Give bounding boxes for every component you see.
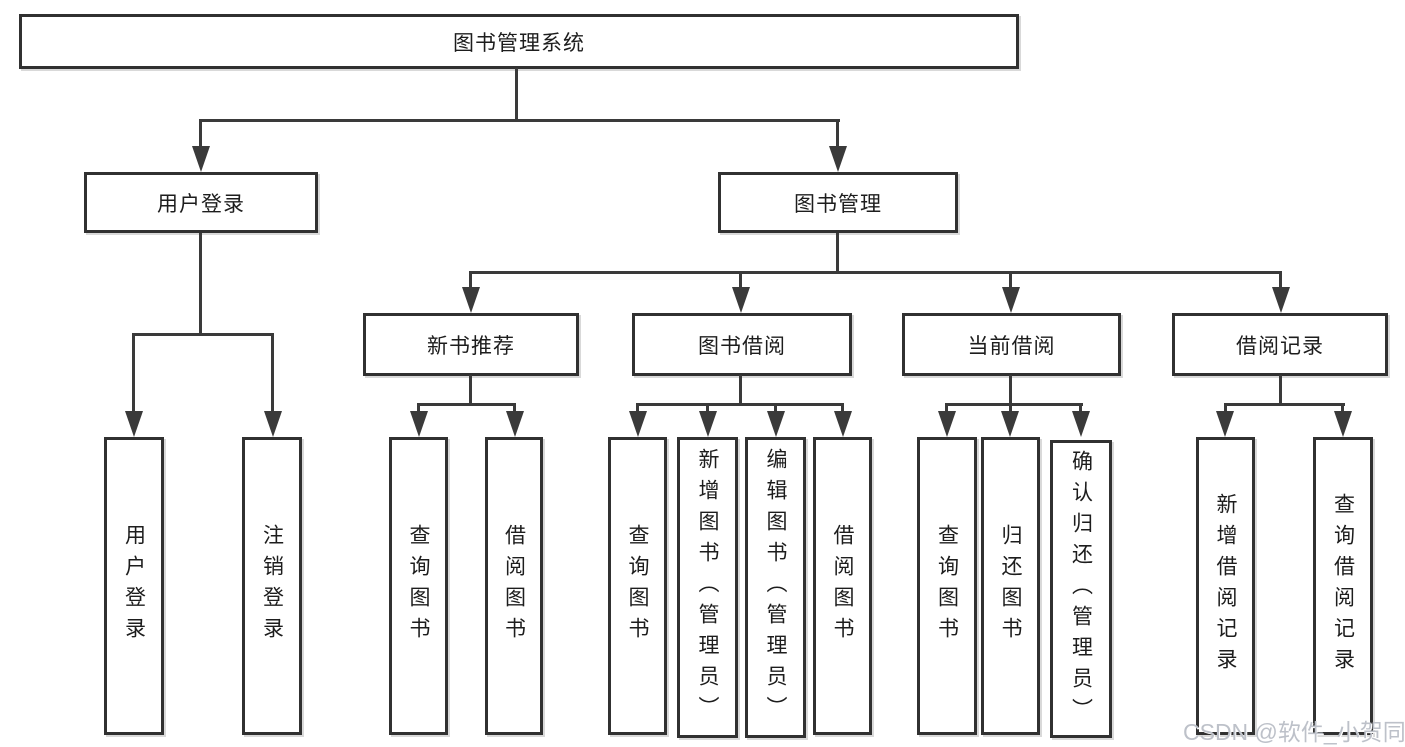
connector-rail xyxy=(417,403,516,406)
arrow-down-icon xyxy=(192,146,210,172)
arrow-down-icon xyxy=(410,411,428,437)
arrow-down-icon xyxy=(1072,411,1090,437)
leaf-query-books-label: 查询图书 xyxy=(407,524,430,648)
node-user-login: 用户登录 xyxy=(84,172,318,233)
connector-drop xyxy=(739,375,742,406)
connector-book-mgmt-drop xyxy=(836,233,839,274)
arrow-down-icon xyxy=(1272,287,1290,313)
connector-leaf-stub xyxy=(513,403,516,415)
connector-user-login-stub xyxy=(199,119,202,149)
leaf-query-books-label: 查询图书 xyxy=(935,524,959,648)
leaf-logout: 注销登录 xyxy=(242,437,302,735)
connector-leaf-stub xyxy=(841,403,844,415)
connector-drop xyxy=(1279,375,1282,406)
node-book-management-label: 图书管理 xyxy=(794,192,882,216)
arrow-down-icon xyxy=(834,411,852,437)
connector-leaf-stub xyxy=(636,403,639,415)
connector-user-login-drop xyxy=(199,233,202,336)
connector-leaf-stub xyxy=(271,333,274,415)
leaf-user-login-label: 用户登录 xyxy=(122,524,146,648)
leaf-return-books-label: 归还图书 xyxy=(999,524,1022,648)
connector-leaf-stub xyxy=(1079,403,1082,415)
arrow-down-icon xyxy=(938,411,956,437)
connector-level3-stub xyxy=(1009,271,1012,293)
arrow-down-icon xyxy=(462,287,480,313)
node-borrow-records: 借阅记录 xyxy=(1172,313,1388,376)
leaf-query-books-label: 查询图书 xyxy=(626,524,649,648)
node-book-borrow: 图书借阅 xyxy=(632,313,852,376)
connector-level3-stub xyxy=(739,271,742,293)
leaf-confirm-return-admin: 确认归还（管理员） xyxy=(1050,440,1112,738)
leaf-logout-label: 注销登录 xyxy=(260,524,284,648)
connector-leaf-stub xyxy=(945,403,948,415)
connector-rail xyxy=(945,403,1083,406)
arrow-down-icon xyxy=(732,287,750,313)
connector-drop xyxy=(1009,375,1012,406)
connector-root-drop xyxy=(515,68,518,122)
connector-drop xyxy=(469,375,472,406)
connector-level3-stub xyxy=(1279,271,1282,293)
connector-level3-stub xyxy=(469,271,472,293)
leaf-edit-books-admin-label: 编辑图书（管理员） xyxy=(764,448,787,727)
connector-leaf-stub xyxy=(774,403,777,415)
leaf-query-books-recommend: 查询图书 xyxy=(389,437,448,735)
arrow-down-icon xyxy=(829,146,847,172)
node-new-book-recommend-label: 新书推荐 xyxy=(427,334,515,358)
leaf-edit-books-admin: 编辑图书（管理员） xyxy=(745,437,806,738)
leaf-query-books-current: 查询图书 xyxy=(917,437,977,735)
connector-rail xyxy=(636,403,844,406)
node-book-borrow-label: 图书借阅 xyxy=(698,334,786,358)
leaf-add-borrow-record-label: 新增借阅记录 xyxy=(1214,493,1237,679)
connector-leaf-stub xyxy=(1224,403,1227,415)
node-current-borrow: 当前借阅 xyxy=(902,313,1121,376)
node-new-book-recommend: 新书推荐 xyxy=(363,313,579,376)
connector-level3-rail xyxy=(469,271,1282,274)
leaf-borrow-books: 借阅图书 xyxy=(813,437,872,735)
connector-leaf-stub xyxy=(132,333,135,415)
node-borrow-records-label: 借阅记录 xyxy=(1236,334,1324,358)
node-root-label: 图书管理系统 xyxy=(453,31,585,55)
leaf-return-books: 归还图书 xyxy=(981,437,1040,735)
node-root-library-management-system: 图书管理系统 xyxy=(19,14,1019,69)
arrow-down-icon xyxy=(1001,411,1019,437)
leaf-borrow-books-recommend: 借阅图书 xyxy=(485,437,543,735)
watermark: CSDN @软件_小贺同学 xyxy=(1183,719,1405,745)
arrow-down-icon xyxy=(264,411,282,437)
arrow-down-icon xyxy=(699,411,717,437)
leaf-query-borrow-record: 查询借阅记录 xyxy=(1313,437,1373,735)
connector-leaf-stub xyxy=(417,403,420,415)
leaf-add-books-admin-label: 新增图书（管理员） xyxy=(696,448,719,727)
leaf-user-login: 用户登录 xyxy=(104,437,164,735)
arrow-down-icon xyxy=(767,411,785,437)
leaf-borrow-books-label: 借阅图书 xyxy=(502,524,526,648)
node-user-login-label: 用户登录 xyxy=(157,192,245,216)
connector-book-mgmt-stub xyxy=(836,119,839,149)
connector-leaf-stub xyxy=(706,403,709,415)
leaf-confirm-return-admin-label: 确认归还（管理员） xyxy=(1069,449,1093,729)
connector-leaf-stub xyxy=(1009,403,1012,415)
connector-level2-rail xyxy=(199,119,840,122)
leaf-add-borrow-record: 新增借阅记录 xyxy=(1196,437,1255,735)
connector-rail xyxy=(1224,403,1345,406)
arrow-down-icon xyxy=(629,411,647,437)
arrow-down-icon xyxy=(506,411,524,437)
leaf-query-books-borrow: 查询图书 xyxy=(608,437,667,735)
arrow-down-icon xyxy=(125,411,143,437)
leaf-query-borrow-record-label: 查询借阅记录 xyxy=(1331,493,1355,679)
leaf-add-books-admin: 新增图书（管理员） xyxy=(677,437,738,738)
arrow-down-icon xyxy=(1002,287,1020,313)
connector-leaf-stub xyxy=(1341,403,1344,415)
node-book-management: 图书管理 xyxy=(718,172,958,233)
leaf-borrow-books-label: 借阅图书 xyxy=(831,524,854,648)
connector-user-login-rail xyxy=(132,333,274,336)
arrow-down-icon xyxy=(1216,411,1234,437)
arrow-down-icon xyxy=(1334,411,1352,437)
node-current-borrow-label: 当前借阅 xyxy=(967,334,1056,358)
